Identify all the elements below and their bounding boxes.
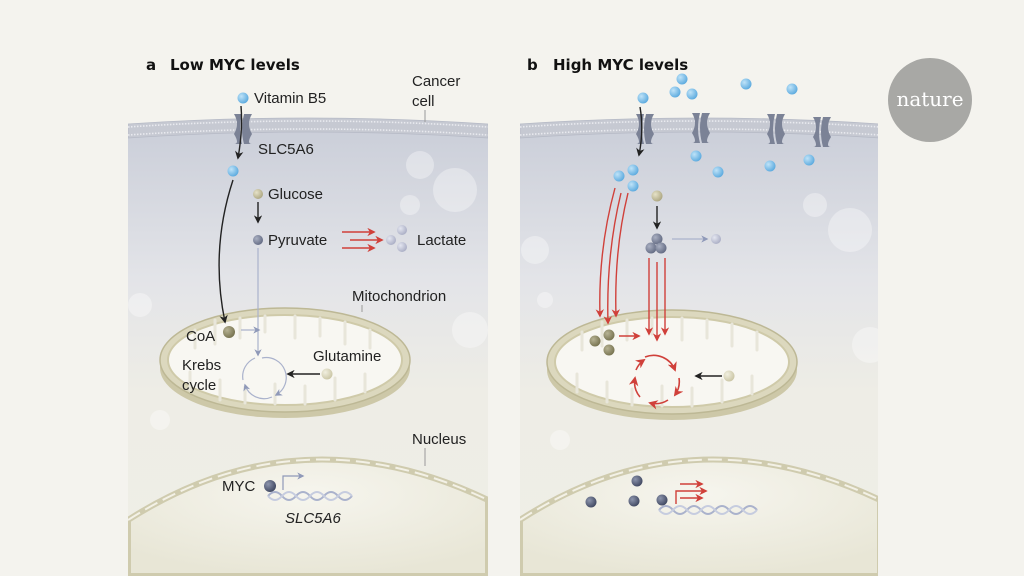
label-vitamin-b5: Vitamin B5 bbox=[254, 90, 326, 107]
panel-b bbox=[520, 73, 878, 576]
lactate-molecules bbox=[386, 225, 407, 252]
coa-molecule bbox=[223, 326, 235, 338]
transcription-arrow bbox=[282, 472, 305, 490]
label-cancer: Cancer bbox=[412, 73, 460, 90]
slc5a6-transporter bbox=[234, 114, 252, 144]
panel-a-title: Low MYC levels bbox=[170, 56, 300, 74]
panel-b-title: High MYC levels bbox=[553, 56, 688, 74]
logo-text: nature bbox=[896, 87, 963, 111]
label-pyruvate: Pyruvate bbox=[268, 232, 327, 249]
glutamine-molecule bbox=[723, 370, 735, 382]
label-glucose: Glucose bbox=[268, 186, 323, 203]
vitamin-b5-molecule bbox=[227, 165, 239, 177]
label-slc5a6-gene: SLC5A6 bbox=[285, 510, 342, 527]
label-krebs: Krebs bbox=[182, 357, 221, 374]
panel-b-letter: b bbox=[527, 56, 538, 74]
transcription-arrows bbox=[675, 479, 708, 504]
glutamine-molecule bbox=[321, 368, 333, 380]
label-myc: MYC bbox=[222, 478, 256, 495]
label-glutamine: Glutamine bbox=[313, 348, 381, 365]
myc-protein bbox=[264, 480, 276, 492]
krebs-cycle bbox=[242, 356, 287, 400]
pyruvate-molecules bbox=[645, 233, 667, 254]
glucose-molecule bbox=[651, 190, 663, 202]
panel-a-letter: a bbox=[146, 56, 156, 74]
slc5a6-gene-dna bbox=[658, 505, 758, 515]
slc5a6-gene-dna bbox=[267, 491, 353, 501]
label-cell: cell bbox=[412, 93, 435, 110]
coa-molecules bbox=[589, 329, 615, 356]
slc5a6-transporters bbox=[636, 113, 831, 147]
myc-proteins bbox=[585, 475, 668, 508]
vitamin-b5-molecule bbox=[237, 92, 249, 104]
label-lactate: Lactate bbox=[417, 232, 466, 249]
nature-logo: nature bbox=[888, 58, 972, 142]
krebs-cycle-accelerated bbox=[628, 354, 684, 410]
lactate-molecule bbox=[711, 234, 721, 244]
label-nucleus: Nucleus bbox=[412, 431, 466, 448]
glucose-molecule bbox=[253, 189, 263, 199]
label-slc5a6-transporter: SLC5A6 bbox=[258, 141, 314, 158]
label-mitochondrion: Mitochondrion bbox=[352, 288, 446, 305]
pyruvate-molecule bbox=[253, 235, 263, 245]
vitamin-b5-molecules bbox=[613, 73, 815, 192]
label-cycle: cycle bbox=[182, 377, 216, 394]
panel-a bbox=[128, 92, 488, 576]
label-coa: CoA bbox=[186, 328, 215, 345]
